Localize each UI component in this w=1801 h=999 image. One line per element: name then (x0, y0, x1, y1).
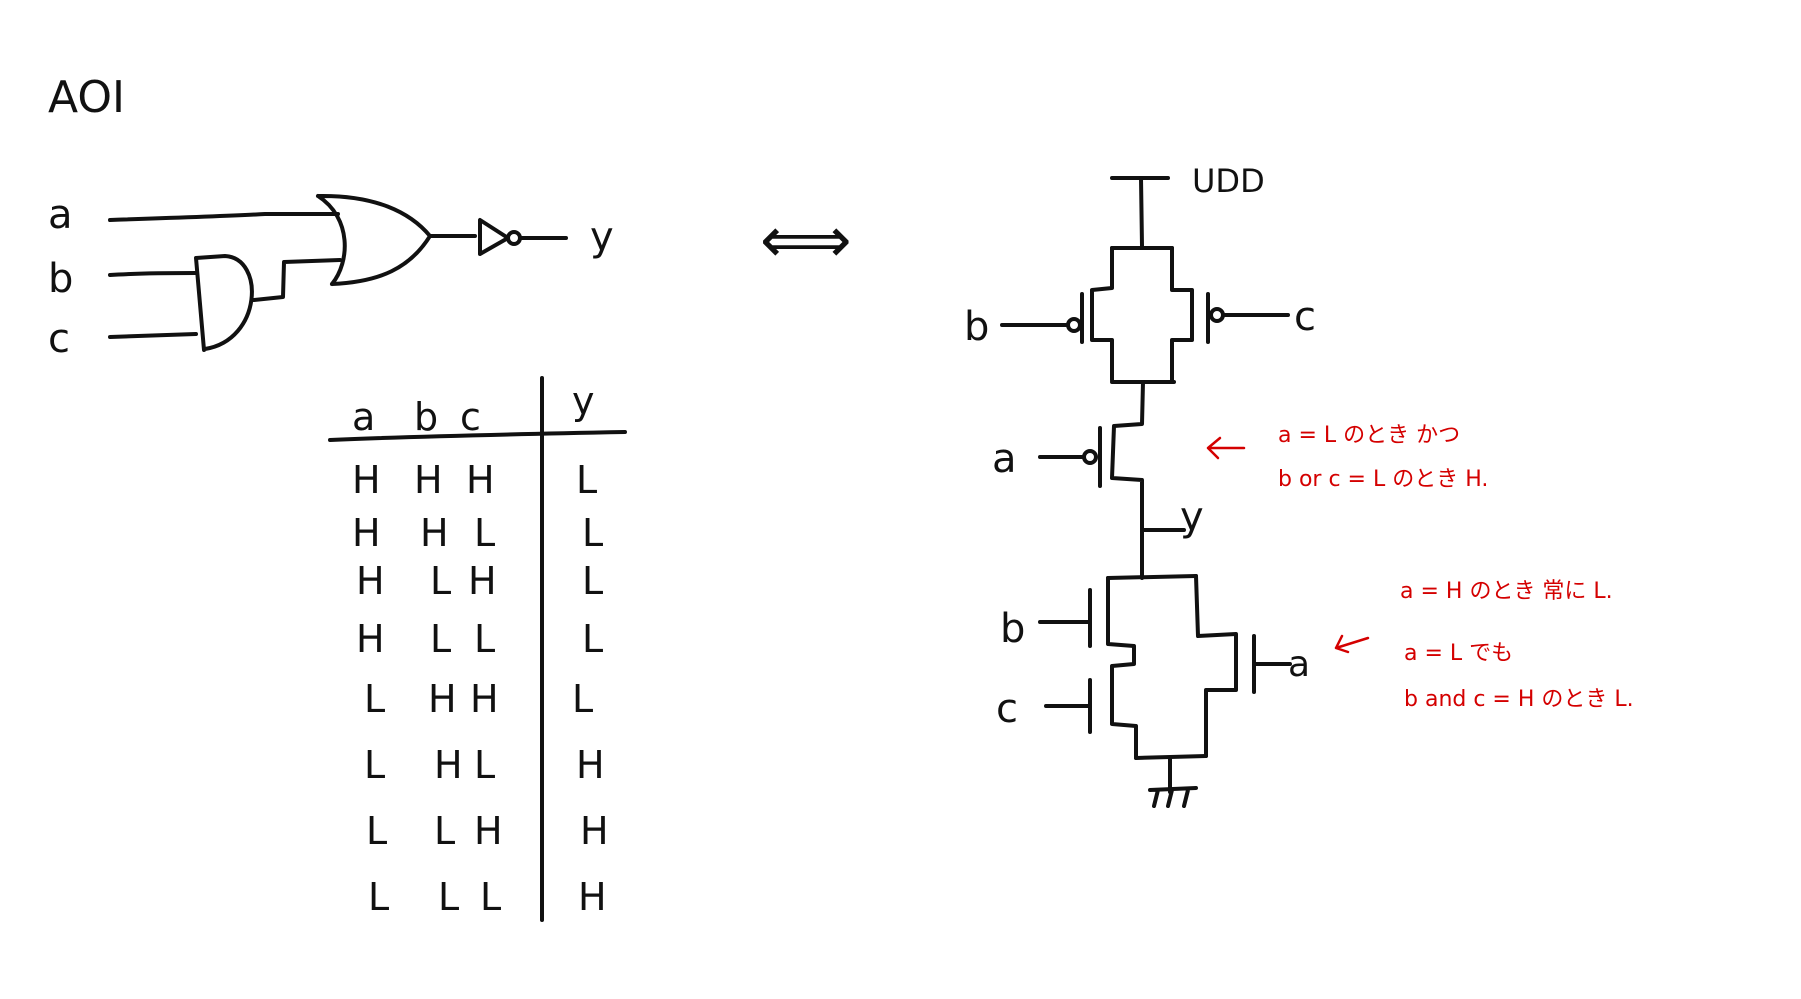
wire-c (108, 332, 198, 339)
header-c: c (460, 395, 481, 439)
gate-diagram: a b c y (48, 192, 614, 362)
row1-c: H (466, 458, 495, 502)
row8-a: L (368, 875, 389, 919)
row2-c: L (474, 511, 495, 555)
row2-b: H (420, 511, 449, 555)
row4-c: L (474, 617, 495, 661)
equivalence-symbol: ⟺ (760, 204, 852, 278)
row8-b: L (438, 875, 459, 919)
pmos-b-channel (1090, 246, 1114, 382)
row8-y: H (578, 875, 607, 919)
pmos-b-label: b (964, 304, 989, 350)
ground-symbol (1148, 786, 1198, 808)
row4-b: L (430, 617, 451, 661)
pmos-a-channel (1110, 380, 1145, 532)
row8-c: L (480, 875, 501, 919)
row3-y: L (582, 559, 603, 603)
row6-c: L (474, 743, 495, 787)
annotations: a = L のとき かつ b or c = L のとき H. a = H のとき… (1206, 423, 1634, 712)
wire-b (108, 271, 198, 277)
row2-y: L (582, 511, 603, 555)
pmos-c-label: c (1294, 294, 1316, 340)
nmos-a-label: a (1288, 644, 1310, 685)
row5-y: L (572, 677, 593, 721)
row7-c: H (474, 809, 503, 853)
pull-down-arrow-icon (1334, 634, 1370, 654)
pull-down-note-line3: b and c = H のとき L. (1404, 687, 1634, 712)
page-title: AOI (48, 72, 125, 123)
output-y-label: y (1180, 494, 1204, 540)
or-gate (316, 193, 432, 286)
pmos-c-channel (1170, 246, 1194, 384)
row5-a: L (364, 677, 385, 721)
supply-wire (1139, 176, 1144, 248)
truth-table: a b c y H H H L H H L L H L H L H L L L … (328, 376, 627, 922)
header-a: a (352, 395, 375, 439)
header-y: y (572, 379, 595, 423)
pull-down-note-line2: a = L でも (1404, 641, 1513, 666)
not-gate (478, 218, 510, 256)
table-header-rule (328, 430, 627, 442)
pmos-a-label: a (992, 436, 1017, 482)
row3-a: H (356, 559, 385, 603)
row3-c: H (468, 559, 497, 603)
row3-b: L (430, 559, 451, 603)
pull-up-note-line1: a = L のとき かつ (1278, 423, 1460, 448)
nmos-bc-series-channel (1106, 576, 1138, 760)
row6-y: H (576, 743, 605, 787)
row5-b: H (428, 677, 457, 721)
nmos-b-label: b (1000, 606, 1025, 652)
row6-a: L (364, 743, 385, 787)
nmos-a-channel (1194, 574, 1238, 758)
row1-a: H (352, 458, 381, 502)
nmos-top-node (1106, 574, 1198, 580)
wire-a (108, 212, 340, 222)
supply-label: UDD (1192, 162, 1265, 200)
input-label-a: a (48, 192, 73, 238)
pull-down-note-line1: a = H のとき 常に L. (1400, 579, 1613, 604)
and-gate (194, 254, 254, 352)
output-label-y: y (590, 214, 614, 260)
row7-y: H (580, 809, 609, 853)
pull-up-note-line2: b or c = L のとき H. (1278, 467, 1488, 492)
row6-b: H (434, 743, 463, 787)
wire-and-to-or (252, 258, 342, 302)
row1-y: L (576, 458, 597, 502)
row7-a: L (366, 809, 387, 853)
header-b: b (414, 395, 438, 439)
nmos-c-label: c (996, 686, 1018, 732)
input-label-c: c (48, 316, 70, 362)
row2-a: H (352, 511, 381, 555)
row1-b: H (414, 458, 443, 502)
row4-y: L (582, 617, 603, 661)
row4-a: H (356, 617, 385, 661)
pull-up-arrow-icon (1206, 436, 1246, 460)
cmos-circuit: UDD b c a y b c (964, 162, 1316, 808)
row7-b: L (434, 809, 455, 853)
input-label-b: b (48, 256, 73, 302)
row5-c: H (470, 677, 499, 721)
